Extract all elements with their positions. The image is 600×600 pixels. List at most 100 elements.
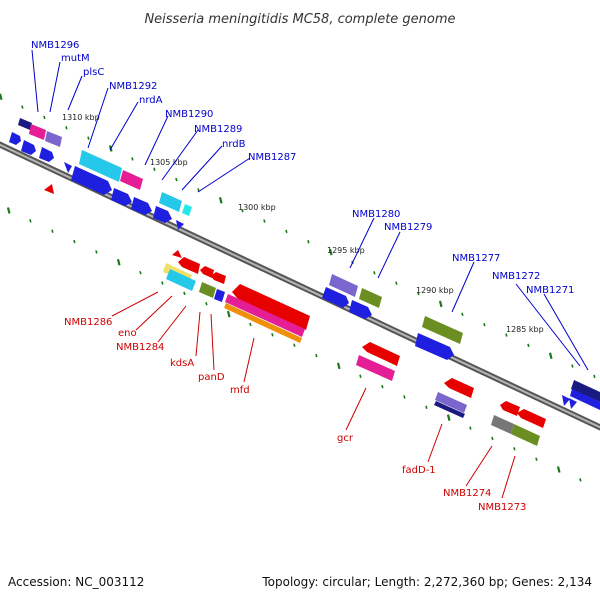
gene-label-plsc[interactable]: plsC [83,67,104,78]
tick-mark [315,353,318,358]
gene-feature[interactable] [571,380,600,402]
tick-mark [469,426,472,430]
gene-label-eno[interactable]: eno [118,328,137,339]
tick-mark [87,136,90,140]
gene-feature[interactable] [211,272,226,284]
tick-mark [438,300,443,308]
tick-mark [65,126,68,130]
gene-label-nmb1286[interactable]: NMB1286 [64,317,112,328]
summary-label: Topology: circular; Length: 2,272,360 bp… [261,575,592,589]
gene-label-nmb1280[interactable]: NMB1280 [352,209,400,220]
gene-feature[interactable] [349,300,372,319]
gene-feature[interactable] [111,188,132,206]
gene-feature[interactable] [415,333,454,360]
tick-mark [293,343,296,347]
tick-mark [73,239,76,244]
tick-mark [197,188,200,192]
gene-feature[interactable] [224,303,302,343]
tick-mark [218,197,223,204]
gene-feature[interactable] [159,192,182,212]
accession-label: Accession: NC_003112 [8,575,144,589]
gene-label-mfd[interactable]: mfd [230,385,250,396]
gene-label-nmb1296[interactable]: NMB1296 [31,40,79,51]
gene-feature[interactable] [153,206,172,223]
gene-feature[interactable] [64,162,72,173]
gene-feature[interactable] [562,395,570,406]
gene-feature[interactable] [444,378,474,398]
gene-label-nmb1271[interactable]: NMB1271 [526,285,574,296]
tick-mark [116,259,121,266]
tick-mark [226,310,231,318]
tick-mark [95,250,98,254]
gene-feature[interactable] [39,147,54,162]
tick-mark [527,343,530,348]
gene-feature[interactable] [214,289,225,302]
gene-label-pand[interactable]: panD [198,372,225,383]
gene-label-nmb1289[interactable]: NMB1289 [194,124,242,135]
gene-feature[interactable] [232,284,310,330]
gene-feature[interactable] [570,389,600,410]
gene-feature[interactable] [422,316,463,344]
tick-mark [483,322,486,327]
gene-feature[interactable] [79,150,122,182]
gene-label-nmb1284[interactable]: NMB1284 [116,342,164,353]
gene-feature[interactable] [18,118,32,130]
gene-feature[interactable] [21,140,36,155]
gene-label-nrda[interactable]: nrdA [139,95,163,106]
gene-feature[interactable] [511,424,540,446]
gene-feature[interactable] [329,274,358,297]
gene-feature[interactable] [71,166,112,195]
gene-label-fadd-1[interactable]: fadD-1 [402,465,436,476]
gene-label-nmb1272[interactable]: NMB1272 [492,271,540,282]
gene-feature[interactable] [362,342,400,366]
gene-label-nmb1277[interactable]: NMB1277 [452,253,500,264]
gene-feature[interactable] [434,401,465,418]
tick-mark [139,270,142,275]
gene-feature[interactable] [178,257,200,274]
gene-label-nmb1290[interactable]: NMB1290 [165,109,213,120]
forward-strand-features [9,118,600,410]
gene-label-kdsa[interactable]: kdsA [170,358,194,369]
gene-feature[interactable] [322,287,349,308]
gene-label-mutm[interactable]: mutM [61,53,90,64]
gene-feature[interactable] [517,409,546,428]
tick-mark [285,229,288,234]
gene-label-nmb1274[interactable]: NMB1274 [443,488,491,499]
gene-label-gcr[interactable]: gcr [337,433,354,444]
gene-feature[interactable] [166,269,196,291]
gene-feature[interactable] [500,401,520,416]
tick-mark [183,291,186,296]
tick-mark [505,333,508,337]
tick-mark [556,466,561,473]
gene-label-nmb1287[interactable]: NMB1287 [248,152,296,163]
tick-mark [0,93,3,100]
gene-feature[interactable] [491,415,514,434]
gene-feature[interactable] [9,132,21,145]
tick-mark [205,302,208,306]
gene-feature[interactable] [172,250,182,258]
gene-feature[interactable] [182,204,192,216]
gene-feature[interactable] [356,355,395,381]
gene-label-nmb1279[interactable]: NMB1279 [384,222,432,233]
gene-feature[interactable] [200,266,214,278]
gene-label-nmb1292[interactable]: NMB1292 [109,81,157,92]
tick-mark [328,248,333,256]
gene-feature[interactable] [29,124,46,140]
gene-feature[interactable] [45,131,62,147]
gene-feature[interactable] [176,220,184,230]
gene-feature[interactable] [435,392,467,413]
gene-feature[interactable] [225,294,305,337]
gene-feature[interactable] [120,170,143,190]
gene-feature[interactable] [199,282,216,298]
tick-mark [535,457,538,461]
tick-mark [491,436,494,441]
gene-feature[interactable] [131,197,152,215]
gene-feature[interactable] [569,398,577,409]
gene-feature[interactable] [359,288,382,308]
gene-label-nrdb[interactable]: nrdB [222,139,246,150]
tick-mark [513,447,516,451]
tick-mark [571,364,574,368]
gene-feature[interactable] [44,184,54,194]
gene-label-nmb1273[interactable]: NMB1273 [478,502,526,513]
